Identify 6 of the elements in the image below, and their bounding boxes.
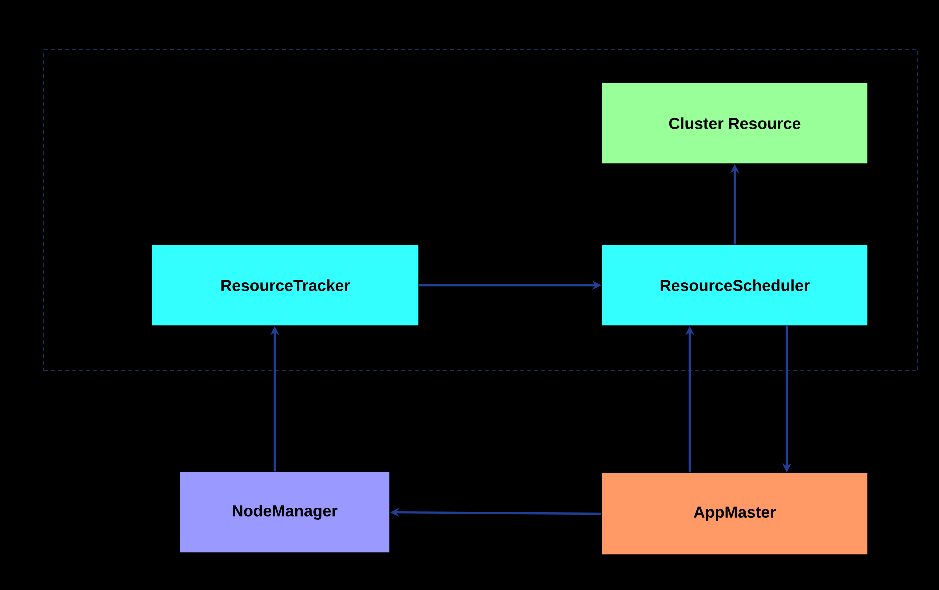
- process-box: ResourceScheduler: [602, 244, 868, 326]
- process-box: Cluster Resource: [602, 82, 868, 164]
- group-frame: [44, 50, 918, 372]
- process-box: NodeManager: [180, 472, 390, 554]
- process-box: AppMaster: [602, 472, 868, 556]
- process-box: ResourceTracker: [152, 244, 420, 326]
